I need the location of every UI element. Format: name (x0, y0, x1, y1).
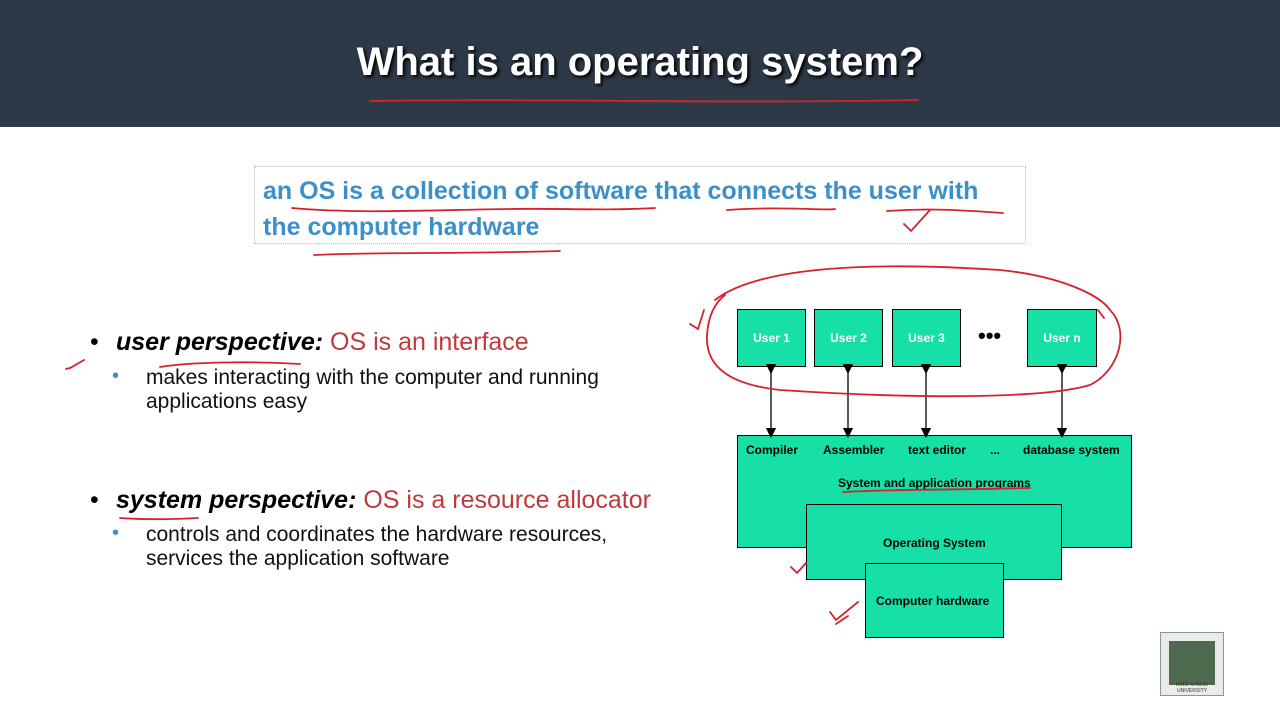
bullet-term: system perspective: (116, 486, 357, 514)
slide-title: What is an operating system? (356, 40, 924, 84)
program-compiler: Compiler (746, 443, 799, 457)
program-assembler: Assembler (823, 443, 885, 457)
definition-underline-2 (726, 207, 836, 211)
hardware-check-tail (835, 615, 849, 625)
program-text-editor: text editor (908, 443, 967, 457)
title-underline (369, 99, 919, 103)
definition-underline-1 (291, 207, 656, 213)
user-box-1: User 1 (737, 309, 806, 367)
bullet-user-perspective: • user perspective: OS is an interface (90, 328, 529, 357)
user-box-n: User n (1027, 309, 1097, 367)
bullet-claim: OS is a resource allocator (363, 486, 651, 514)
logo-caption: KING KHALID UNIVERSITY (1176, 682, 1208, 694)
definition-underline-4 (313, 250, 561, 256)
users-ellipsis: ••• (978, 323, 1002, 348)
programs-label-underline (842, 487, 1031, 493)
program-database-system: database system (1023, 443, 1120, 457)
bullet-system-perspective: • system perspective: OS is a resource al… (90, 486, 651, 515)
user-box-3: User 3 (892, 309, 961, 367)
slide-header (0, 0, 1280, 127)
connection-arrows (765, 363, 1068, 439)
program-ellipsis: ... (990, 443, 1001, 457)
programs-label: System and application programs (838, 476, 1031, 490)
definition-check (903, 209, 931, 233)
hardware-check (829, 601, 859, 622)
sub-bullet-dot: • (112, 365, 120, 387)
operating-system-label: Operating System (883, 536, 986, 550)
bullet-dot: • (90, 328, 99, 356)
logo-emblem (1169, 641, 1215, 685)
os-check (790, 562, 807, 575)
system-perspective-underline (119, 517, 199, 521)
sub-bullet-dot: • (112, 522, 120, 544)
bullet-dot: • (90, 486, 99, 514)
sub-bullet-text: makes interacting with the computer and … (146, 366, 599, 413)
user-perspective-underline (159, 361, 301, 368)
users-circle-tail (1097, 309, 1105, 319)
users-check (689, 309, 705, 331)
computer-hardware-label: Computer hardware (876, 594, 990, 608)
user-box-2: User 2 (814, 309, 883, 367)
definition-underline-3 (886, 208, 1004, 214)
computer-hardware-box (865, 563, 1004, 638)
user-perspective-check (65, 359, 85, 370)
university-logo: KING KHALID UNIVERSITY (1160, 632, 1224, 696)
definition-box: an OS is a collection of software that c… (254, 166, 1026, 244)
bullet-term: user perspective: (116, 328, 324, 356)
bullet-claim: OS is an interface (330, 328, 529, 356)
users-circle (706, 265, 1122, 398)
red-ink-annotations (65, 99, 1122, 625)
sub-bullet-text: controls and coordinates the hardware re… (146, 523, 608, 570)
